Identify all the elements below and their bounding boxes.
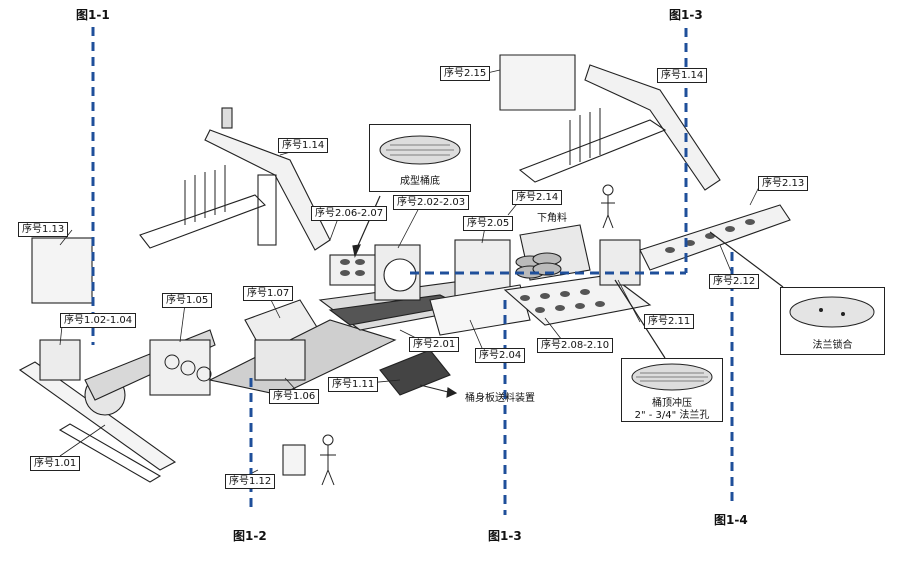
seq-label-2-12: 序号2.12: [709, 274, 760, 289]
callout-flange-seaming: 法兰锁合: [780, 287, 885, 355]
gantry-left-post: [257, 174, 277, 246]
caption-corner-blank: 下角料: [537, 213, 567, 224]
feed-arrow: [419, 384, 449, 393]
seq-label-2-06-2-07: 序号2.06-2.07: [311, 206, 388, 221]
seq-label-1-11: 序号1.11: [328, 377, 379, 392]
figure-label-1-4: 图1-4: [714, 513, 748, 527]
seq-label-1-14-left: 序号1.14: [278, 138, 329, 153]
person-icon-top: [601, 184, 615, 229]
seq-label-1-01: 序号1.01: [30, 456, 81, 471]
seq-label-1-14-right: 序号1.14: [657, 68, 708, 83]
small-cabinet: [282, 444, 306, 476]
seq-label-2-13: 序号2.13: [758, 176, 809, 191]
callout-formed-bottom: 成型桶底: [369, 124, 471, 192]
roll-former-1-06: [254, 339, 306, 381]
figure-label-1-3-top: 图1-3: [669, 8, 703, 22]
gantry-left-beam: [204, 129, 331, 251]
seq-label-2-01: 序号2.01: [409, 337, 460, 352]
formed-bottom-plate-icon: [379, 135, 461, 165]
figure-label-1-3-bottom: 图1-3: [488, 529, 522, 543]
right-conveyor: [639, 204, 791, 271]
punch-2-11: [599, 239, 641, 286]
sheet-stack: [379, 349, 451, 396]
seq-label-2-02-2-03: 序号2.02-2.03: [393, 195, 470, 210]
feed-arrowhead: [446, 387, 458, 398]
bottom-station-holes: [340, 259, 365, 276]
caption-body-sheet-feeder: 桶身板送料装置: [465, 393, 535, 404]
callout-top-punch: 桶顶冲压 2" - 3/4" 法兰孔: [621, 358, 723, 422]
cylinder-left: [221, 107, 233, 129]
gantry-left-base: [139, 194, 266, 249]
seq-label-1-05: 序号1.05: [162, 293, 213, 308]
caption-top-punch-line2: 2" - 3/4" 法兰孔: [634, 410, 710, 421]
figure-dividers: [91, 27, 734, 515]
figure-label-1-1: 图1-1: [76, 8, 110, 22]
callout-pointers: [352, 195, 784, 359]
seq-label-2-15: 序号2.15: [440, 66, 491, 81]
seq-label-2-05: 序号2.05: [463, 216, 514, 231]
right-conveyor-holes: [665, 219, 755, 253]
top-punch-plate-icon: [631, 363, 713, 391]
seq-label-2-08-2-10: 序号2.08-2.10: [537, 338, 614, 353]
seq-label-2-04: 序号2.04: [475, 348, 526, 363]
caption-formed-bottom: 成型桶底: [400, 176, 440, 187]
seq-label-1-06: 序号1.06: [269, 389, 320, 404]
cabinet-1-13: [31, 237, 93, 304]
seq-label-1-13: 序号1.13: [18, 222, 69, 237]
seq-label-1-07: 序号1.07: [243, 286, 294, 301]
person-icon-bottom: [320, 434, 336, 486]
seq-label-1-02-1-04: 序号1.02-1.04: [60, 313, 137, 328]
caption-flange-seaming: 法兰锁合: [812, 340, 853, 351]
uncoiler-body: [39, 339, 81, 381]
seq-label-2-11: 序号2.11: [644, 314, 695, 329]
seq-label-2-14: 序号2.14: [512, 190, 563, 205]
rod-cluster-left: [184, 165, 226, 225]
cabinet-2-15: [499, 54, 576, 111]
rod-cluster-right: [569, 108, 601, 165]
gantry-right-base: [518, 119, 667, 183]
base-rail-left: [18, 361, 177, 471]
press-2-02-wheel: [383, 258, 417, 292]
gantry-right-beam: [584, 64, 721, 191]
corner-plates: [515, 252, 562, 279]
flange-seaming-plate-icon: [789, 296, 875, 328]
table-2-08-holes: [520, 289, 605, 313]
base-frame-left: [58, 423, 162, 483]
figure-label-1-2: 图1-2: [233, 529, 267, 543]
seq-label-1-12: 序号1.12: [225, 474, 276, 489]
caption-top-punch-line1: 桶顶冲压: [652, 398, 692, 409]
leveler-box: [149, 339, 211, 396]
